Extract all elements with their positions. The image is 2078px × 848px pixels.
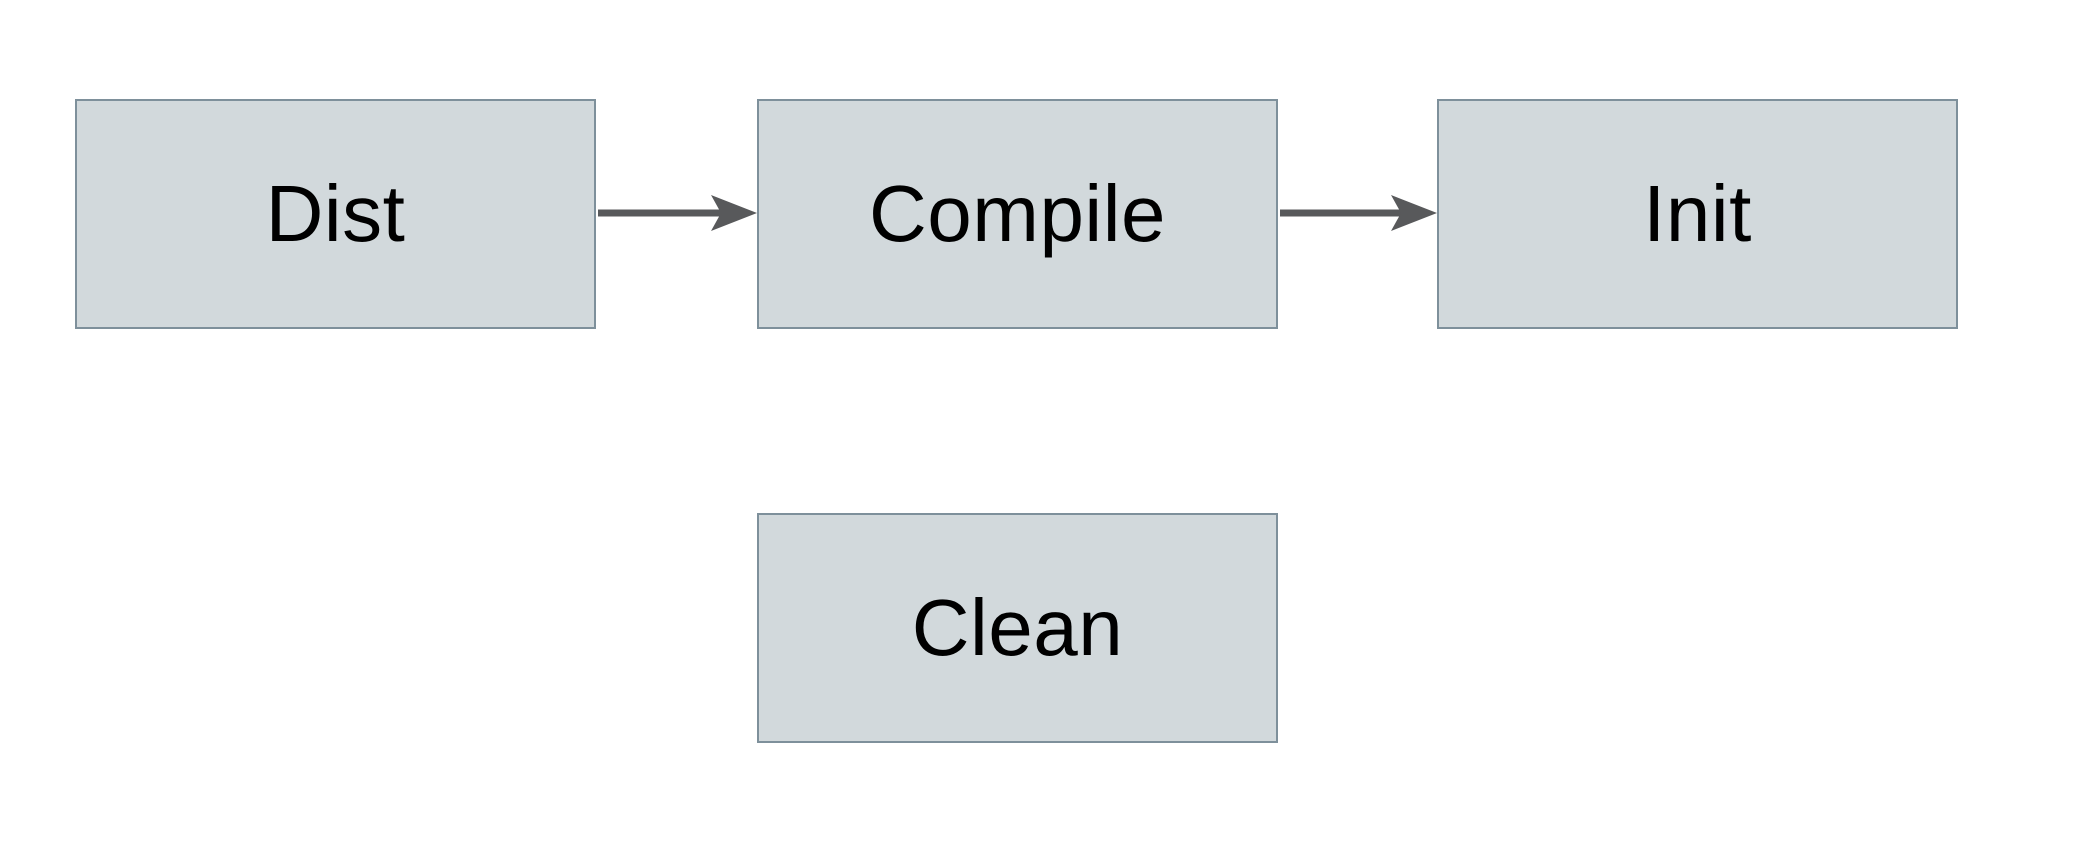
arrow-dist-to-compile[interactable] (598, 195, 757, 231)
node-clean-label: Clean (911, 583, 1124, 672)
node-init[interactable]: Init (1437, 99, 1958, 329)
node-compile[interactable]: Compile (757, 99, 1278, 329)
node-init-label: Init (1643, 169, 1752, 258)
arrow-compile-to-init[interactable] (1280, 195, 1437, 231)
node-compile-label: Compile (869, 169, 1166, 258)
node-dist-label: Dist (265, 169, 406, 258)
node-clean[interactable]: Clean (757, 513, 1278, 743)
node-dist[interactable]: Dist (75, 99, 596, 329)
